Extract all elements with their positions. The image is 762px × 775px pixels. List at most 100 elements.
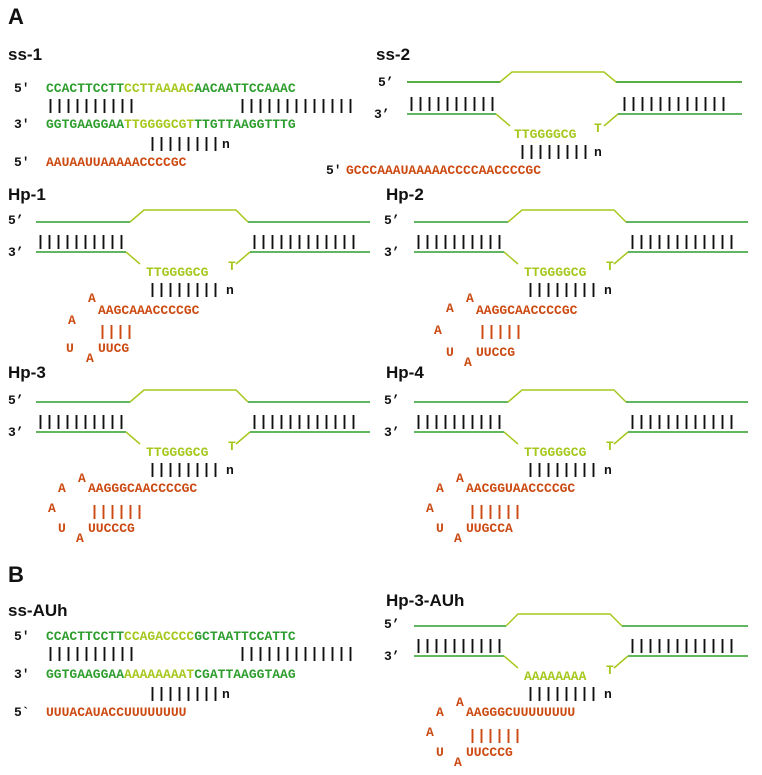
hp4-stem-a1: A (456, 471, 464, 486)
ssauh-n-label: n (222, 687, 230, 702)
hp3auh-stem-u: U (436, 745, 444, 760)
hp3auh-loop-right (613, 655, 629, 669)
hp3-5prime-label: 5’ (8, 393, 24, 408)
ss2-loop-left (495, 113, 511, 127)
hp4-stem-bottom: UUGCCA (466, 521, 513, 536)
hp3auh-loop-t: T (606, 663, 614, 678)
hp1-probe-pairs: |||||||| (148, 282, 220, 299)
hp3-stem-top: AAGGGCAACCCCGC (88, 481, 197, 496)
hp1-stem-pairs: |||| (98, 324, 134, 341)
hp2-loop-t: T (606, 259, 614, 274)
hp3auh-left-pairs: |||||||||| (414, 638, 504, 655)
hp1-stem-u: U (66, 341, 74, 356)
ssauh-title: ss-AUh (8, 601, 68, 620)
hp1-3prime-label: 3’ (8, 245, 24, 260)
ssauh-top-strand: CCACTTCCTTCCAGACCCCGCTAATTCCATTC (46, 629, 296, 644)
hp3-n-label: n (226, 463, 234, 478)
ss1-5prime-label: 5' (14, 81, 30, 96)
hp4-stem-a3: A (454, 531, 462, 546)
hp1-loop-left (125, 251, 141, 265)
hp3auh-probe-pairs: |||||||| (526, 686, 598, 703)
hp3auh-loop-seq: AAAAAAAA (524, 669, 587, 684)
hp2-left-pairs: |||||||||| (414, 234, 504, 251)
ss1-probe: AAUAAUUAAAAACCCCGC (46, 155, 187, 170)
hp3auh-title: Hp-3-AUh (386, 591, 464, 610)
hp3-stem-pairs: |||||| (90, 504, 144, 521)
hp3-top-bulge (129, 389, 249, 403)
hp2-stem-a2: A (434, 323, 442, 338)
panel-label-b: B (8, 562, 24, 587)
hp3auh-stem-pairs: |||||| (468, 728, 522, 745)
hp4-stem-pairs: |||||| (468, 504, 522, 521)
hp3-stem-a1: A (78, 471, 86, 486)
hp1-top-bulge (129, 209, 249, 223)
hp4-right-pairs: |||||||||||| (628, 414, 736, 431)
hp2-stem-bottom: UUCCG (476, 345, 515, 360)
ss1-probe-pairs: |||||||| (148, 136, 220, 153)
hp1-loop-t: T (228, 259, 236, 274)
hp3-probe-pairs: |||||||| (148, 462, 220, 479)
hp3-right-pairs: |||||||||||| (250, 414, 358, 431)
hp3auh-top-bulge (505, 613, 623, 627)
hp1-right-pairs: |||||||||||| (250, 234, 358, 251)
hp3-loop-seq: TTGGGGCG (146, 445, 209, 460)
hp4-5prime-label: 5’ (384, 393, 400, 408)
ss2-loop-seq: TTGGGGCG (514, 127, 577, 142)
ss1-right-pairs: ||||||||||||| (238, 98, 355, 115)
hp1-left-pairs: |||||||||| (36, 234, 126, 251)
hp3auh-stem-bottom: UUCCCG (466, 745, 513, 760)
hp3-left-pairs: |||||||||| (36, 414, 126, 431)
hp2-stem-pairs: ||||| (478, 324, 523, 341)
panel-label-a: A (8, 4, 24, 29)
hp1-construct: Hp-1 5’ |||||||||| |||||||||||| 3’ TTGGG… (8, 185, 370, 366)
hp1-stem-bottom: UUCG (98, 341, 129, 356)
hp3auh-stem-a2: A (426, 725, 434, 740)
hp3auh-stem-a0: A (436, 705, 444, 720)
hp3auh-stem-top: AAGGGCUUUUUUUU (466, 705, 575, 720)
hp3-stem-a0: A (58, 481, 66, 496)
hp2-stem-a1: A (466, 291, 474, 306)
ss2-loop-right (603, 113, 619, 127)
ss1-title: ss-1 (8, 45, 42, 64)
hp3-stem-u: U (58, 521, 66, 536)
hp4-loop-right (613, 431, 629, 445)
hp2-loop-right (613, 251, 629, 265)
hp4-stem-top: AACGGUAACCCCGC (466, 481, 575, 496)
ssauh-construct: ss-AUh 5' CCACTTCCTTCCAGACCCCGCTAATTCCAT… (8, 601, 355, 720)
hp2-probe-pairs: |||||||| (526, 282, 598, 299)
hp2-loop-left (503, 251, 519, 265)
hp3-construct: Hp-3 5’ |||||||||| |||||||||||| 3’ TTGGG… (8, 363, 370, 546)
hp4-loop-seq: TTGGGGCG (524, 445, 587, 460)
hp2-title: Hp-2 (386, 185, 424, 204)
hp1-stem-a1: A (88, 291, 96, 306)
ss2-n-label: n (594, 145, 602, 160)
hp4-probe-pairs: |||||||| (526, 462, 598, 479)
ss2-3prime-label: 3’ (374, 107, 390, 122)
hp4-stem-a0: A (436, 481, 444, 496)
hp4-title: Hp-4 (386, 363, 424, 382)
hp1-loop-seq: TTGGGGCG (146, 265, 209, 280)
hp3-stem-bottom: UUCCCG (88, 521, 135, 536)
ss1-probe-5prime: 5' (14, 155, 30, 170)
ss2-probe: GCCCAAAUAAAAACCCCAACCCCGC (346, 163, 541, 178)
hp1-stem-a2: A (68, 313, 76, 328)
hp2-stem-a0: A (446, 301, 454, 316)
ss1-construct: ss-1 5' CCACTTCCTTCCTTAAAACAACAATTCCAAAC… (8, 45, 355, 170)
hp2-n-label: n (604, 283, 612, 298)
ssauh-right-pairs: ||||||||||||| (238, 646, 355, 663)
hp4-loop-left (503, 431, 519, 445)
ssauh-5prime-label: 5' (14, 629, 30, 644)
hp1-loop-right (235, 251, 251, 265)
ss1-3prime-label: 3' (14, 117, 30, 132)
hp2-loop-seq: TTGGGGCG (524, 265, 587, 280)
ssauh-3prime-label: 3' (14, 667, 30, 682)
hp4-n-label: n (604, 463, 612, 478)
hp4-top-bulge (507, 389, 627, 403)
hp4-left-pairs: |||||||||| (414, 414, 504, 431)
hp4-3prime-label: 3’ (384, 425, 400, 440)
ss2-probe-5prime: 5' (326, 163, 342, 178)
hp3auh-5prime-label: 5’ (384, 617, 400, 632)
ssauh-probe-pairs: |||||||| (148, 686, 220, 703)
hp3-3prime-label: 3’ (8, 425, 24, 440)
